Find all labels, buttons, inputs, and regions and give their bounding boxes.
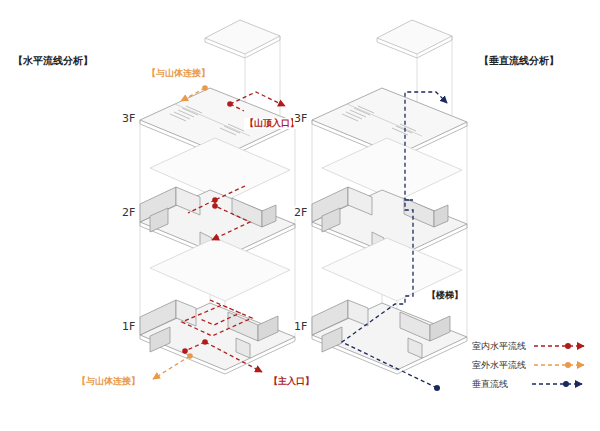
legend-line-sample [532,340,588,352]
diagram-label: 【主入口】 [268,376,315,387]
diagram-label: 2F [293,206,308,219]
diagram-label: 【与山体连接】 [146,68,211,79]
diagram-label: 3F [121,112,136,125]
panel-title: 【水平流线分析】 [12,55,94,67]
diagram-label: 2F [121,206,136,219]
legend-line-sample [532,359,588,371]
legend-text: 室内水平流线 [472,341,526,352]
diagram-label: 1F [121,320,136,333]
diagram-label: 【山顶入口】 [244,118,300,129]
legend-text: 室外水平流线 [472,360,526,371]
legend-text: 垂直流线 [472,379,508,390]
diagram-label: 1F [293,320,308,333]
legend-line-sample [530,378,586,390]
panel-title: 【垂直流线分析】 [478,55,560,67]
diagram-label: 【与山体连接】 [76,376,141,387]
diagram-label: 3F [293,112,308,125]
diagram-label: 【楼梯】 [426,290,464,301]
